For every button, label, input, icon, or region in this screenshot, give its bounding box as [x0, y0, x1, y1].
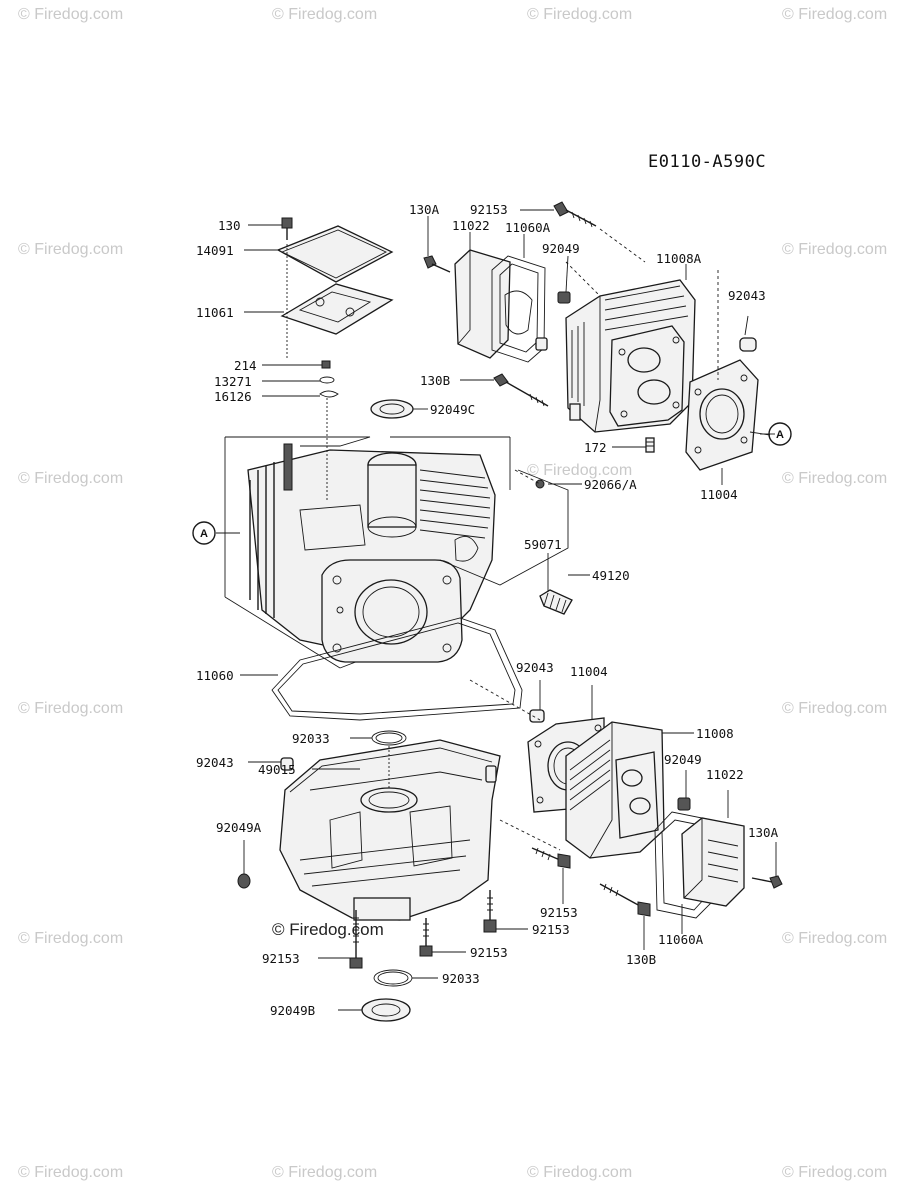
- callout-a-right: A: [768, 422, 792, 446]
- part-label: 92049B: [270, 1003, 315, 1018]
- watermark: © Firedog.com: [272, 6, 378, 23]
- part-label: 92049: [664, 752, 702, 767]
- nut-92066a: [535, 479, 545, 489]
- watermark: © Firedog.com: [18, 1164, 124, 1181]
- rocker-cover: [454, 249, 511, 359]
- cylinder-head-bottom: [469, 679, 783, 919]
- part-label: 130B: [626, 952, 656, 967]
- part-label: 11060A: [505, 220, 551, 235]
- bolt-130b-mid: [637, 901, 651, 917]
- part-label: 214: [234, 358, 257, 373]
- part-label: 11022: [452, 218, 490, 233]
- watermark: © Firedog.com: [527, 6, 633, 23]
- part-label: 92153: [540, 905, 578, 920]
- nut-92049-mid: [677, 797, 691, 811]
- part-label: 92049: [542, 241, 580, 256]
- watermark: © Firedog.com: [527, 462, 633, 479]
- part-label: 11060A: [658, 932, 704, 947]
- callout-letter: A: [776, 429, 784, 441]
- part-label: 92153: [470, 945, 508, 960]
- breather-cover: [276, 225, 394, 283]
- part-label: 11060: [196, 668, 234, 683]
- part-label: 92043: [516, 660, 554, 675]
- watermark: © Firedog.com: [18, 700, 124, 717]
- dowel-92043-top: [739, 337, 757, 352]
- bolt-92153-b: [419, 945, 433, 957]
- leader-lines: [216, 209, 777, 1011]
- part-label: 16126: [214, 389, 252, 404]
- part-label: 11008: [696, 726, 734, 741]
- part-label: 172: [584, 440, 607, 455]
- bolt-130b-top: [493, 373, 509, 387]
- oil-pan-assembly: [237, 730, 501, 1022]
- washer-13271: [319, 376, 335, 384]
- watermark: © Firedog.com: [18, 241, 124, 258]
- part-label: 130B: [420, 373, 450, 388]
- bolt-130a-mid: [769, 875, 783, 889]
- part-label: 92033: [442, 971, 480, 986]
- crankcase-assembly: [224, 398, 511, 669]
- watermark: © Firedog.com: [18, 930, 124, 947]
- callout-letter: A: [200, 528, 208, 540]
- bolt-130: [281, 217, 293, 229]
- watermark: © Firedog.com: [527, 1164, 633, 1181]
- rocker-cover-mid: [681, 817, 745, 907]
- oil-seal-92049c: [370, 399, 414, 419]
- part-label: 14091: [196, 243, 234, 258]
- breather-cover-group: [276, 217, 394, 398]
- pin-172: [645, 437, 655, 453]
- part-label: 92033: [292, 731, 330, 746]
- part-label: 11022: [706, 767, 744, 782]
- watermark: © Firedog.com: [18, 6, 124, 23]
- bolt-92153-top: [553, 201, 569, 217]
- bolt-130a: [423, 255, 437, 269]
- part-label: 11008A: [656, 251, 702, 266]
- watermark: © Firedog.com: [782, 1164, 888, 1181]
- part-label: 11004: [570, 664, 608, 679]
- part-label: 92153: [470, 202, 508, 217]
- watermark: © Firedog.com: [782, 930, 888, 947]
- watermark: © Firedog.com: [18, 470, 124, 487]
- part-label: 92066/A: [584, 477, 637, 492]
- callout-a-left: A: [192, 521, 216, 545]
- breather-plate: [280, 283, 394, 335]
- part-label: 49015: [258, 762, 296, 777]
- part-label: 92049A: [216, 820, 262, 835]
- oil-seal-92049b: [361, 998, 411, 1022]
- part-labels: 130 14091 11061 214 13271 16126 130A 110…: [196, 202, 779, 1018]
- watermark: © Firedog.com: [782, 470, 888, 487]
- part-label: 11004: [700, 487, 738, 502]
- part-label: 59071: [524, 537, 562, 552]
- part-label: 130A: [748, 825, 779, 840]
- seal-92049a: [237, 873, 251, 889]
- part-label: 92049C: [430, 402, 475, 417]
- part-label: 92153: [532, 922, 570, 937]
- watermark: © Firedog.com: [272, 1164, 378, 1181]
- part-label: 92043: [728, 288, 766, 303]
- part-label: 49120: [592, 568, 630, 583]
- nut-92049-top: [557, 291, 571, 304]
- bolt-92153-c: [483, 919, 497, 933]
- reed-16126: [319, 390, 339, 398]
- bolt-92153-a: [349, 957, 363, 969]
- part-label: 13271: [214, 374, 252, 389]
- dowel-92043-mid: [529, 709, 545, 723]
- bolt-92153-d: [557, 853, 571, 869]
- part-label: 11061: [196, 305, 234, 320]
- part-label: 92153: [262, 951, 300, 966]
- part-label: 130: [218, 218, 241, 233]
- cylinder-head-top: [423, 201, 759, 485]
- watermark: © Firedog.com: [782, 700, 888, 717]
- watermark: © Firedog.com: [782, 6, 888, 23]
- diagram-code: E0110-A590C: [648, 152, 767, 172]
- part-label: 92043: [196, 755, 234, 770]
- crankcase-gasket: [271, 617, 523, 721]
- dowel-92043-left: [280, 757, 294, 771]
- watermark: © Firedog.com: [782, 241, 888, 258]
- part-label: 130A: [409, 202, 440, 217]
- oil-pan: [279, 739, 501, 921]
- screw-214: [321, 360, 331, 369]
